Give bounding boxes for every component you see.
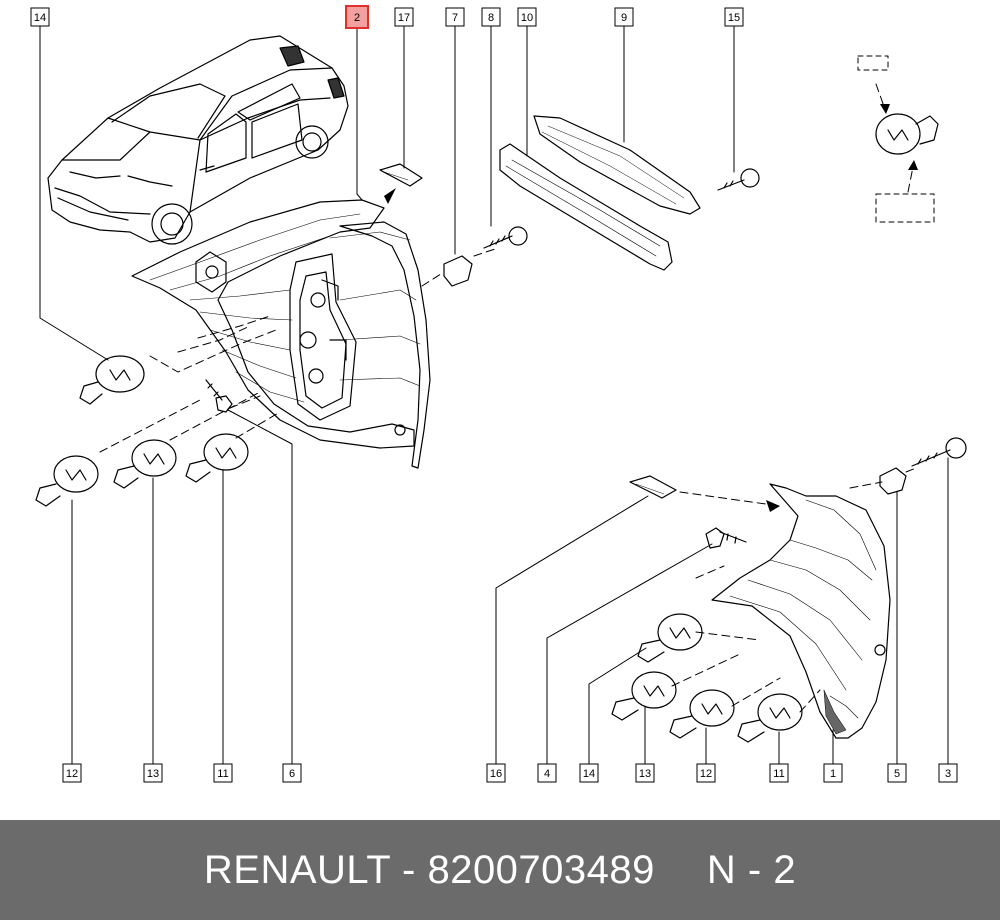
callout-2-highlighted: 2 [345,5,369,29]
callout-8: 8 [481,7,501,27]
brand-part-number: RENAULT - 8200703489 [203,847,655,892]
callout-17: 17 [394,7,414,27]
bulb-11-right [737,693,803,743]
svg-text:3: 3 [945,768,951,780]
callout-14-right: 14 [579,763,599,783]
page-number: N - 2 [706,847,797,892]
svg-text:5: 5 [894,768,900,780]
callout-12-right: 12 [696,763,716,783]
screw-15 [717,168,760,191]
callout-1: 1 [823,763,843,783]
bulb-14-right [637,613,703,663]
leader-lines [39,25,949,765]
bulb-12-left [35,455,99,507]
svg-text:1: 1 [830,768,836,780]
screw-8 [483,226,528,249]
svg-text:12: 12 [66,768,78,780]
screw-6 [205,379,233,413]
parts-diagram: 14 2 17 7 8 10 9 15 12 13 11 6 16 4 14 1… [30,5,967,783]
svg-text:17: 17 [398,12,410,24]
callouts: 14 2 17 7 8 10 9 15 12 13 11 6 16 4 14 1… [30,5,958,783]
assembly-lines [99,83,917,713]
svg-text:8: 8 [488,12,494,24]
pad-16 [629,475,677,499]
svg-text:11: 11 [217,768,228,780]
arrows [384,104,918,512]
callout-10: 10 [517,7,537,27]
svg-text:7: 7 [452,12,458,24]
callout-6: 6 [282,763,302,783]
reflector-strip [499,143,673,271]
callout-11-left: 11 [213,763,233,783]
bulb-14-left [79,355,145,405]
nut-5 [879,467,907,495]
pad-17 [379,163,423,187]
screw-3 [911,437,967,467]
car-illustration [47,35,349,245]
callout-7: 7 [445,7,465,27]
callout-5: 5 [887,763,907,783]
svg-text:11: 11 [773,768,784,780]
callout-9: 9 [614,7,634,27]
lens-strip [533,115,701,215]
svg-text:14: 14 [34,12,46,24]
svg-text:9: 9 [621,12,627,24]
svg-text:13: 13 [639,768,651,780]
svg-text:14: 14 [583,768,595,780]
callout-13-left: 13 [143,763,163,783]
callout-16: 16 [486,763,506,783]
detail-boxes [857,55,935,223]
callout-12-left: 12 [62,763,82,783]
part-footer: RENAULT - 8200703489 N - 2 [0,820,1000,920]
callout-11-right: 11 [769,763,789,783]
svg-text:2: 2 [354,12,360,24]
callout-3: 3 [938,763,958,783]
bulb-13-left [113,439,177,489]
left-tail-lamp [131,199,431,469]
bulb-detail [875,113,939,155]
callout-14-left: 14 [30,7,50,27]
svg-text:12: 12 [700,768,712,780]
screw-4 [705,527,747,549]
bulb-13-right [611,671,677,721]
svg-text:16: 16 [490,768,502,780]
svg-text:15: 15 [728,12,740,24]
callout-13-right: 13 [635,763,655,783]
svg-text:6: 6 [289,768,295,780]
svg-text:10: 10 [521,12,533,24]
bulb-11-left [185,433,249,483]
right-tail-lamp [711,483,891,739]
svg-text:4: 4 [544,768,550,780]
callout-4: 4 [537,763,557,783]
svg-text:13: 13 [147,768,159,780]
callout-15: 15 [724,7,744,27]
bulb-12-right [669,689,735,739]
nut-7 [443,255,473,287]
